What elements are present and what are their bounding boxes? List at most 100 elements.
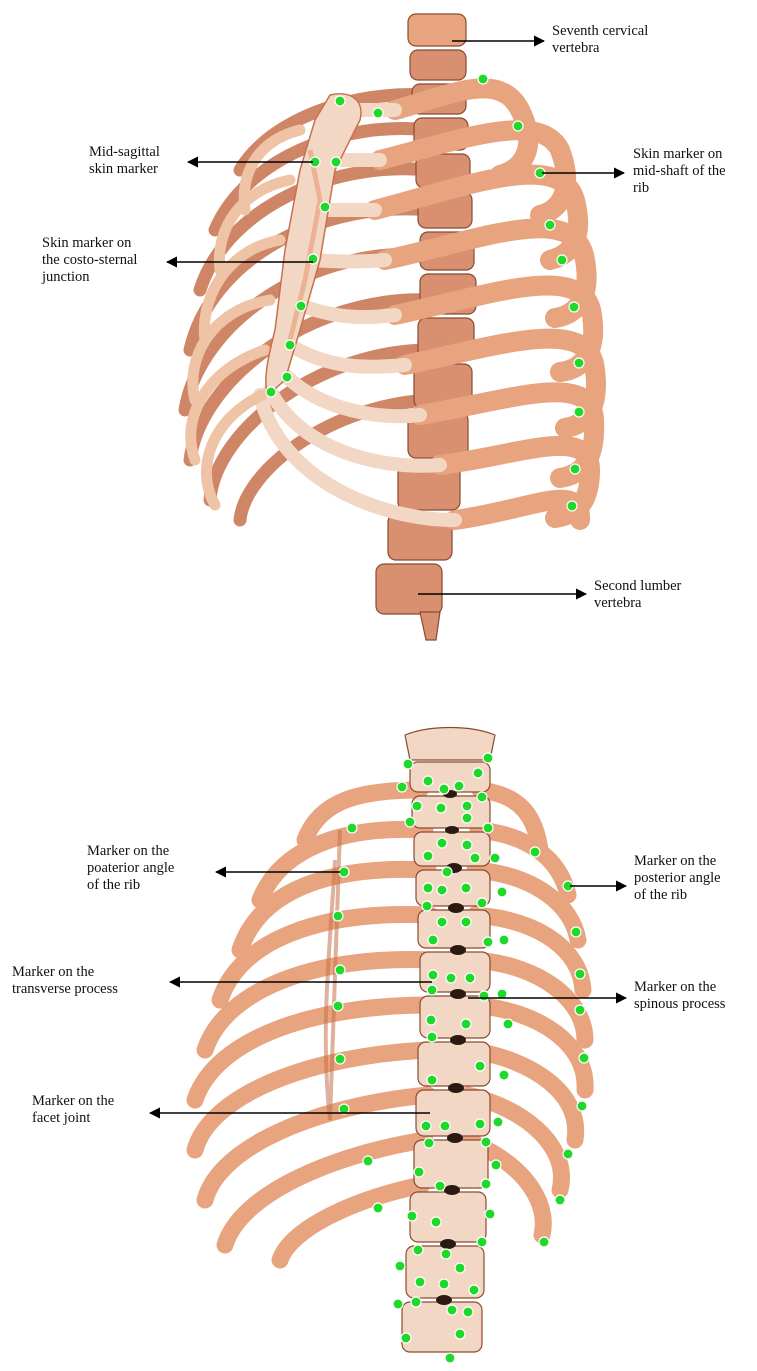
marker-dot bbox=[411, 1297, 421, 1307]
label-mid-sagittal-skin-marker: Mid-sagittal skin marker bbox=[89, 144, 160, 178]
marker-dot bbox=[415, 1277, 425, 1287]
marker-dot bbox=[437, 885, 447, 895]
label-posterior-angle-left: Marker on the poaterior angle of the rib bbox=[87, 843, 174, 894]
label-line: Marker on the bbox=[87, 843, 174, 860]
marker-dot bbox=[440, 1121, 450, 1131]
marker-dot bbox=[335, 1054, 345, 1064]
posterior-ribs-left bbox=[195, 790, 430, 1260]
marker-dot bbox=[403, 759, 413, 769]
marker-dot bbox=[439, 784, 449, 794]
marker-dot bbox=[557, 255, 567, 265]
marker-dot bbox=[401, 1333, 411, 1343]
marker-dot bbox=[423, 851, 433, 861]
label-line: vertebra bbox=[552, 40, 648, 57]
marker-dot bbox=[539, 1237, 549, 1247]
marker-dot bbox=[441, 1249, 451, 1259]
marker-dot bbox=[461, 1019, 471, 1029]
marker-dot bbox=[320, 202, 330, 212]
marker-dot bbox=[571, 927, 581, 937]
marker-dot bbox=[555, 1195, 565, 1205]
marker-dot bbox=[339, 867, 349, 877]
marker-dot bbox=[431, 1217, 441, 1227]
marker-dot bbox=[296, 301, 306, 311]
marker-dot bbox=[414, 1167, 424, 1177]
marker-dot bbox=[490, 853, 500, 863]
marker-dot bbox=[503, 1019, 513, 1029]
marker-dot bbox=[475, 1061, 485, 1071]
marker-dot bbox=[483, 823, 493, 833]
posterior-rib-cage-illustration bbox=[195, 728, 585, 1353]
marker-dot bbox=[575, 1005, 585, 1015]
marker-dot bbox=[455, 1329, 465, 1339]
label-line: vertebra bbox=[594, 595, 681, 612]
marker-dot bbox=[470, 853, 480, 863]
marker-dot bbox=[473, 768, 483, 778]
marker-dot bbox=[567, 501, 577, 511]
marker-dot bbox=[421, 1121, 431, 1131]
label-line: Skin marker on bbox=[42, 235, 137, 252]
label-facet-joint: Marker on the facet joint bbox=[32, 1093, 114, 1127]
label-line: Second lumber bbox=[594, 578, 681, 595]
label-line: of the rib bbox=[634, 887, 721, 904]
marker-dot bbox=[455, 1263, 465, 1273]
marker-dot bbox=[405, 817, 415, 827]
marker-dot bbox=[363, 1156, 373, 1166]
marker-dot bbox=[393, 1299, 403, 1309]
label-line: skin marker bbox=[89, 161, 160, 178]
marker-dot bbox=[447, 1305, 457, 1315]
marker-dot bbox=[465, 973, 475, 983]
marker-dot bbox=[461, 917, 471, 927]
label-seventh-cervical-vertebra: Seventh cervical vertebra bbox=[552, 23, 648, 57]
marker-dot bbox=[413, 1245, 423, 1255]
marker-dot bbox=[426, 1015, 436, 1025]
marker-dot bbox=[513, 121, 523, 131]
label-line: Marker on the bbox=[634, 853, 721, 870]
marker-dot bbox=[423, 883, 433, 893]
marker-dot bbox=[575, 969, 585, 979]
label-line: poaterior angle bbox=[87, 860, 174, 877]
marker-dot bbox=[462, 813, 472, 823]
marker-dot bbox=[439, 1279, 449, 1289]
marker-dot bbox=[333, 911, 343, 921]
marker-dot bbox=[335, 96, 345, 106]
marker-dot bbox=[462, 801, 472, 811]
marker-dot bbox=[437, 838, 447, 848]
marker-dot bbox=[428, 935, 438, 945]
marker-dot bbox=[373, 108, 383, 118]
label-line: of the rib bbox=[87, 877, 174, 894]
label-line: junction bbox=[42, 269, 137, 286]
marker-dot bbox=[282, 372, 292, 382]
marker-dot bbox=[569, 302, 579, 312]
marker-dot bbox=[422, 901, 432, 911]
label-second-lumbar-vertebra: Second lumber vertebra bbox=[594, 578, 681, 612]
marker-dot bbox=[461, 883, 471, 893]
marker-dot bbox=[423, 776, 433, 786]
marker-dot bbox=[499, 935, 509, 945]
marker-dot bbox=[491, 1160, 501, 1170]
marker-dot bbox=[477, 792, 487, 802]
label-posterior-angle-right: Marker on the posterior angle of the rib bbox=[634, 853, 721, 904]
marker-dot bbox=[446, 973, 456, 983]
marker-dot bbox=[347, 823, 357, 833]
label-line: Marker on the bbox=[32, 1093, 114, 1110]
marker-dot bbox=[266, 387, 276, 397]
marker-dot bbox=[442, 867, 452, 877]
marker-dot bbox=[481, 1179, 491, 1189]
marker-dot bbox=[574, 358, 584, 368]
marker-dot bbox=[570, 464, 580, 474]
marker-dot bbox=[395, 1261, 405, 1271]
label-line: posterior angle bbox=[634, 870, 721, 887]
marker-dot bbox=[435, 1181, 445, 1191]
label-line: Mid-sagittal bbox=[89, 144, 160, 161]
marker-dot bbox=[427, 1075, 437, 1085]
marker-dot bbox=[412, 801, 422, 811]
marker-dot bbox=[477, 898, 487, 908]
label-spinous-process: Marker on the spinous process bbox=[634, 979, 725, 1013]
marker-dot bbox=[424, 1138, 434, 1148]
marker-dot bbox=[574, 407, 584, 417]
marker-dot bbox=[462, 840, 472, 850]
marker-dot bbox=[331, 157, 341, 167]
label-line: Skin marker on bbox=[633, 146, 726, 163]
marker-dot bbox=[445, 1353, 455, 1363]
label-line: Marker on the bbox=[12, 964, 118, 981]
